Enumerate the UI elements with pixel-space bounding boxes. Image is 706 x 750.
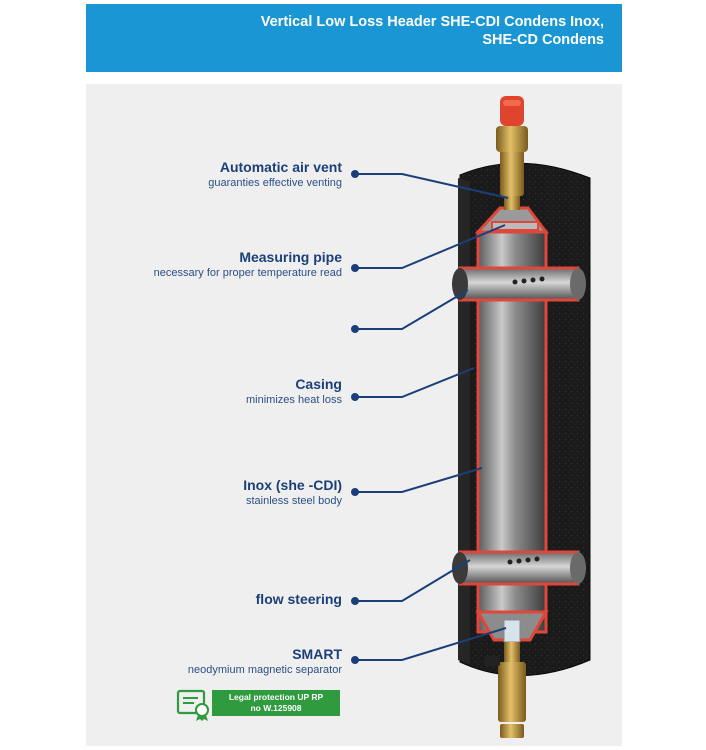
air-vent-cap-icon: [500, 96, 524, 126]
label-automatic-air-vent: Automatic air vent guaranties effective …: [208, 159, 342, 190]
leader-lines: [351, 170, 509, 664]
header-title-line2: SHE-CD Condens: [482, 32, 604, 48]
label-inox: Inox (she -CDI) stainless steel body: [243, 477, 342, 508]
measuring-pipe: [474, 206, 549, 234]
air-vent: [496, 96, 528, 210]
certificate-icon: [176, 689, 209, 721]
drain-valve: [484, 642, 526, 738]
upper-side-pipe: [452, 266, 586, 302]
badge-line2: no W.125908: [250, 703, 302, 713]
magnetic-separator: [475, 610, 549, 643]
label-title: Measuring pipe: [239, 249, 342, 265]
label-title: Automatic air vent: [219, 159, 342, 175]
label-subtitle: guaranties effective venting: [208, 177, 342, 189]
label-title: SMART: [292, 646, 342, 662]
label-title: Casing: [295, 376, 342, 392]
label-subtitle: minimizes heat loss: [246, 394, 342, 406]
label-subtitle: neodymium magnetic separator: [187, 664, 342, 676]
header-title-line1: Vertical Low Loss Header SHE-CDI Condens…: [260, 14, 604, 30]
label-subtitle: stainless steel body: [246, 495, 342, 507]
badge-line1: Legal protection UP RP: [228, 692, 324, 702]
label-flow-steering: flow steering: [256, 591, 342, 608]
label-title: flow steering: [255, 591, 342, 607]
legal-protection-badge: Legal protection UP RP no W.125908: [176, 688, 340, 722]
label-smart: SMART neodymium magnetic separator: [188, 646, 342, 677]
badge-text-box: Legal protection UP RP no W.125908: [212, 690, 340, 716]
label-casing: Casing minimizes heat loss: [246, 376, 342, 407]
label-measuring-pipe: Measuring pipe necessary for proper temp…: [154, 249, 342, 280]
lower-side-pipe: [452, 550, 586, 586]
label-subtitle: necessary for proper temperature read: [153, 267, 342, 279]
label-title: Inox (she -CDI): [243, 477, 342, 493]
header-banner: Vertical Low Loss Header SHE-CDI Condens…: [86, 4, 622, 72]
